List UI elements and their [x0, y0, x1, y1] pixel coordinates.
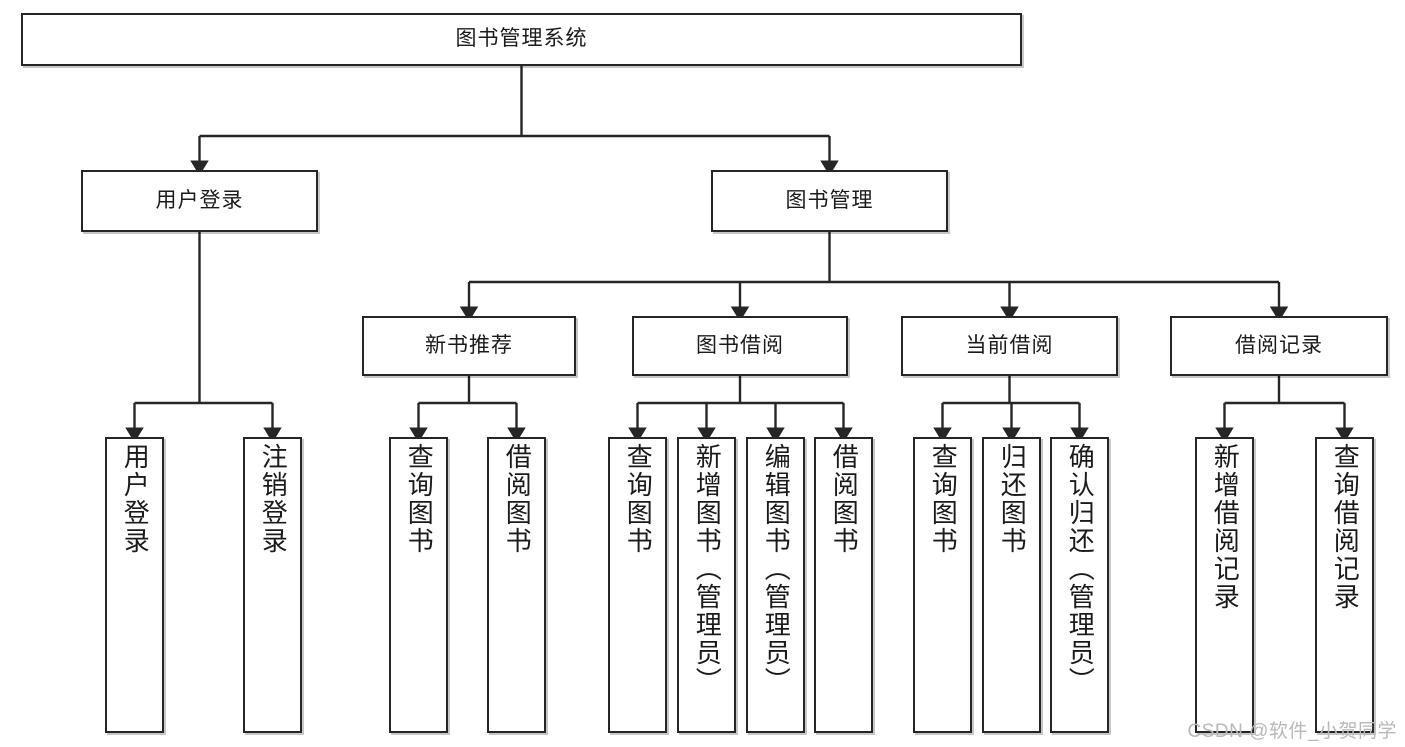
node-leaf-add-record[interactable]: 新增借阅记录 [1195, 437, 1254, 733]
node-leaf-edit-book[interactable]: 编辑图书（管理员） [746, 437, 805, 733]
node-label-leaf-add-record: 新增借阅记录 [1210, 443, 1241, 611]
node-leaf-return-book[interactable]: 归还图书 [982, 437, 1041, 733]
node-book-borrow[interactable]: 图书借阅 [632, 316, 848, 376]
node-new-book-rec[interactable]: 新书推荐 [362, 316, 576, 376]
node-label-leaf-return-book: 归还图书 [997, 443, 1028, 555]
node-leaf-user-login[interactable]: 用户登录 [105, 437, 164, 733]
node-leaf-query-book-2[interactable]: 查询图书 [608, 437, 667, 733]
node-borrow-record[interactable]: 借阅记录 [1170, 316, 1388, 376]
node-leaf-query-record[interactable]: 查询借阅记录 [1315, 437, 1374, 733]
node-label-leaf-borrow-book-1: 借阅图书 [502, 443, 533, 555]
node-label-book-borrow: 图书借阅 [696, 333, 784, 357]
node-root[interactable]: 图书管理系统 [21, 13, 1022, 66]
node-leaf-borrow-book-1[interactable]: 借阅图书 [487, 437, 546, 733]
node-label-leaf-edit-book: 编辑图书（管理员） [761, 443, 792, 695]
node-label-leaf-query-record: 查询借阅记录 [1330, 443, 1361, 611]
node-label-current-borrow: 当前借阅 [965, 333, 1054, 357]
node-label-leaf-user-login: 用户登录 [120, 443, 151, 555]
node-user-login[interactable]: 用户登录 [81, 170, 318, 232]
node-label-new-book-rec: 新书推荐 [425, 333, 513, 357]
node-leaf-confirm-return[interactable]: 确认归还（管理员） [1050, 437, 1109, 733]
node-leaf-borrow-book-2[interactable]: 借阅图书 [814, 437, 873, 733]
node-label-leaf-confirm-return: 确认归还（管理员） [1065, 443, 1096, 695]
csdn-watermark: CSDN @软件_小贺同学 [1187, 721, 1397, 742]
node-label-leaf-query-book-1: 查询图书 [404, 443, 435, 555]
node-label-root: 图书管理系统 [455, 27, 588, 51]
node-label-leaf-add-book: 新增图书（管理员） [692, 443, 723, 695]
node-label-leaf-query-book-3: 查询图书 [928, 443, 959, 555]
node-leaf-query-book-3[interactable]: 查询图书 [913, 437, 972, 733]
node-leaf-add-book[interactable]: 新增图书（管理员） [677, 437, 736, 733]
node-current-borrow[interactable]: 当前借阅 [901, 316, 1118, 376]
node-leaf-user-logout[interactable]: 注销登录 [243, 437, 302, 733]
node-leaf-query-book-1[interactable]: 查询图书 [389, 437, 448, 733]
node-label-borrow-record: 借阅记录 [1235, 333, 1323, 357]
node-label-book-manage: 图书管理 [785, 188, 874, 212]
node-book-manage[interactable]: 图书管理 [711, 170, 948, 232]
node-label-leaf-user-logout: 注销登录 [258, 443, 289, 555]
node-label-leaf-borrow-book-2: 借阅图书 [829, 443, 860, 555]
node-label-user-login: 用户登录 [155, 188, 244, 212]
node-label-leaf-query-book-2: 查询图书 [623, 443, 654, 555]
